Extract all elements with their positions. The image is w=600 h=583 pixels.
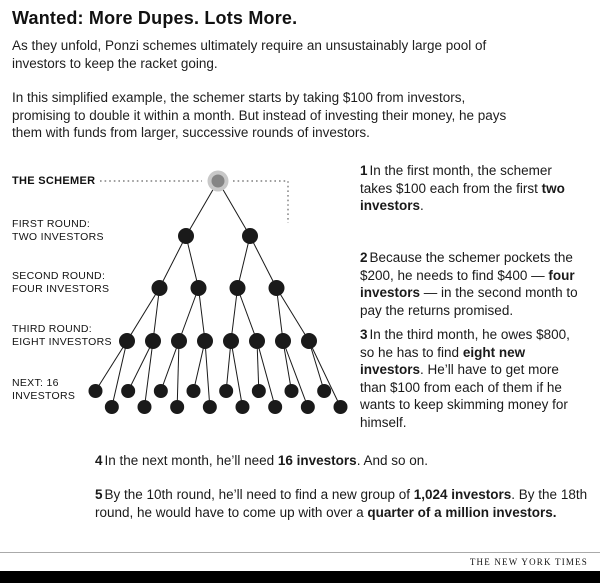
label-line: TWO INVESTORS [12,231,104,243]
footer-divider [0,552,600,553]
label-round-2: SECOND ROUND: FOUR INVESTORS [12,270,109,296]
annotation-5-number: 5 [95,487,103,502]
source-credit: THE NEW YORK TIMES [469,557,588,567]
annotation-1-text: In the first month, the schemer takes $1… [360,163,565,213]
label-line: NEXT: 16 [12,377,59,389]
annotation-4-number: 4 [95,453,103,468]
label-round-4: NEXT: 16 INVESTORS [12,377,75,403]
label-line: FIRST ROUND: [12,218,91,230]
annotation-4-text: In the next month, he’ll need 16 investo… [104,453,428,468]
label-line: THIRD ROUND: [12,323,93,335]
annotation-1-number: 1 [360,163,368,178]
annotation-2-text: Because the schemer pockets the $200, he… [360,250,578,318]
annotation-3-text: In the third month, he owes $800, so he … [360,327,570,430]
annotation-2-number: 2 [360,250,368,265]
label-round-1: FIRST ROUND: TWO INVESTORS [12,218,104,244]
label-line: SECOND ROUND: [12,270,106,282]
annotation-3-number: 3 [360,327,368,342]
page-title: Wanted: More Dupes. Lots More. [12,8,298,28]
label-line: EIGHT INVESTORS [12,336,112,348]
intro-paragraph-1: As they unfold, Ponzi schemes ultimately… [12,38,487,71]
label-line: FOUR INVESTORS [12,283,110,295]
annotation-5-text: By the 10th round, he’ll need to find a … [95,487,588,520]
label-line: INVESTORS [12,390,76,402]
intro-paragraph-2: In this simplified example, the schemer … [12,90,507,140]
label-the-schemer: THE SCHEMER [12,175,96,187]
label-round-3: THIRD ROUND: EIGHT INVESTORS [12,323,112,349]
bottom-black-bar [0,571,600,583]
